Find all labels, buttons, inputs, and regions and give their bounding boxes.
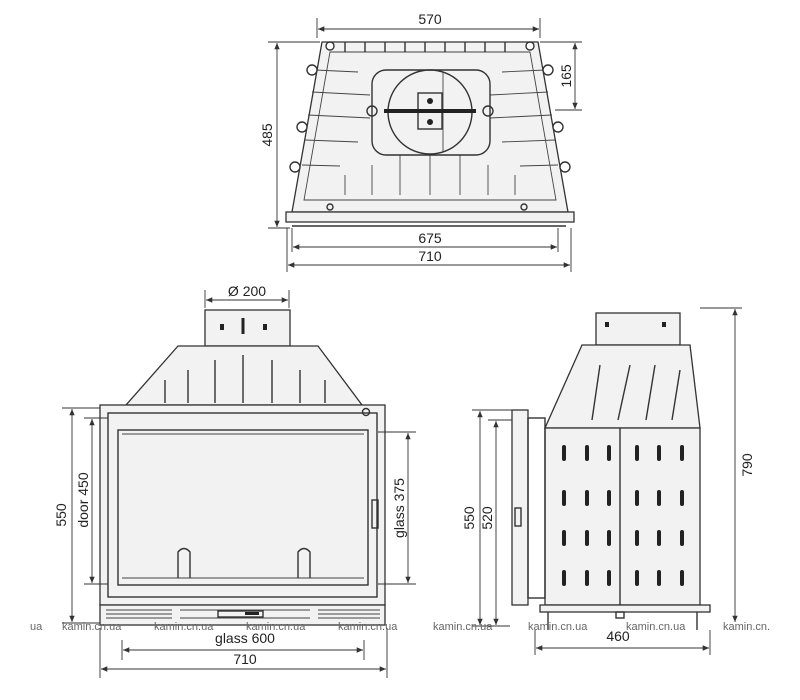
dim-side-height: 550 bbox=[461, 506, 477, 530]
dim-depth: 485 bbox=[259, 123, 275, 147]
watermark-row: ua kamin.cn.ua kamin.cn.ua kamin.cn.ua k… bbox=[30, 621, 770, 633]
dim-glass-width: glass 600 bbox=[215, 630, 275, 646]
dim-top-width: 570 bbox=[418, 11, 442, 27]
watermark: kamin.cn.ua bbox=[246, 621, 306, 633]
dim-front-height: 550 bbox=[53, 503, 69, 527]
dim-flue-offset: 165 bbox=[558, 64, 574, 88]
watermark: kamin.cn. bbox=[723, 621, 770, 633]
top-view: 570 485 165 675 710 bbox=[259, 11, 582, 272]
dim-inner-width: 675 bbox=[418, 230, 442, 246]
dim-door-side-height: 520 bbox=[479, 506, 495, 530]
dim-total-height: 790 bbox=[739, 453, 755, 477]
watermark: kamin.cn.ua bbox=[338, 621, 398, 633]
side-view: 550 520 790 460 bbox=[461, 307, 755, 655]
watermark: kamin.cn.ua bbox=[626, 621, 686, 633]
watermark: ua bbox=[30, 621, 43, 633]
watermark: kamin.cn.ua bbox=[154, 621, 214, 633]
watermark: kamin.cn.ua bbox=[62, 621, 122, 633]
watermark: kamin.cn.ua bbox=[528, 621, 588, 633]
dim-door-height: door 450 bbox=[75, 472, 91, 527]
vent-slots bbox=[562, 445, 684, 586]
dim-glass-height: glass 375 bbox=[391, 478, 407, 538]
dim-overall-width-front: 710 bbox=[233, 651, 257, 667]
watermark: kamin.cn.ua bbox=[433, 621, 493, 633]
front-view: Ø 200 550 door 450 glass 375 glass 600 7… bbox=[53, 283, 416, 678]
dim-flue-diameter: Ø 200 bbox=[228, 283, 266, 299]
dim-side-depth: 460 bbox=[606, 628, 630, 644]
dim-overall-width-top: 710 bbox=[418, 248, 442, 264]
